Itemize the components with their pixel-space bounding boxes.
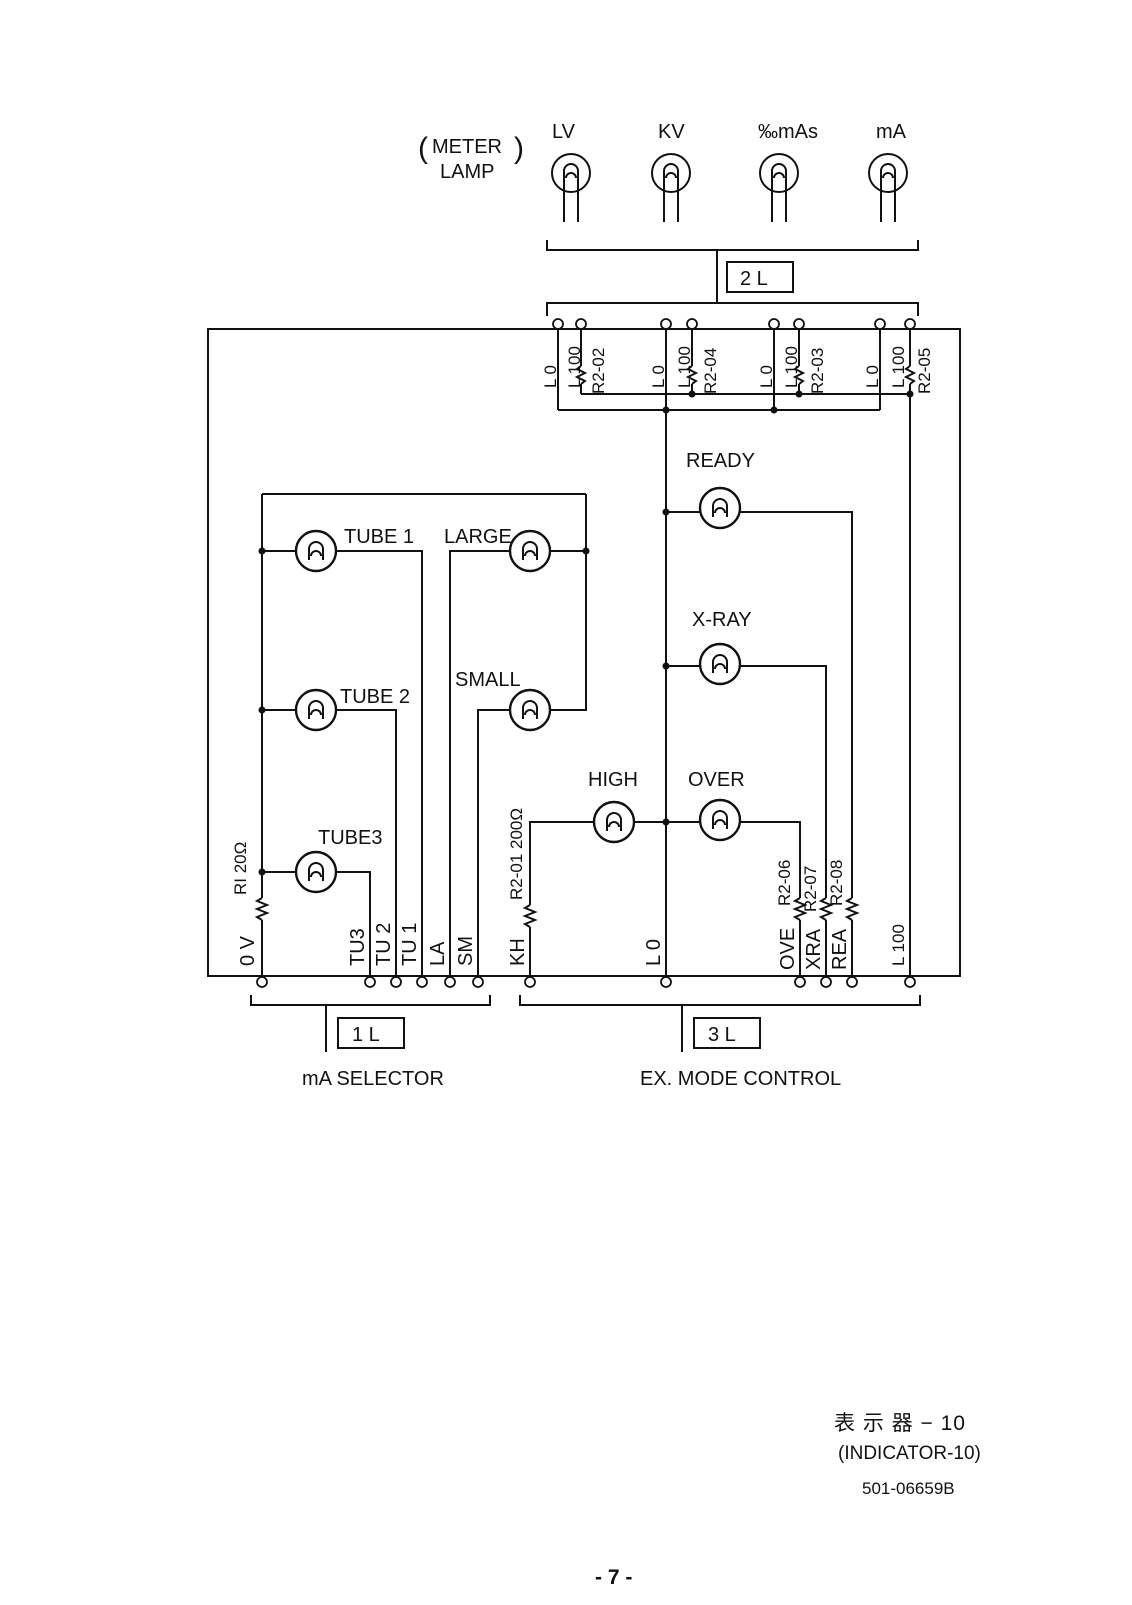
pin-1l-sm: SM (455, 936, 477, 966)
tube-2-label: TUBE 2 (340, 686, 410, 708)
tube-wiring (258, 493, 590, 898)
connector-3l-terminals (524, 976, 916, 988)
pin-1l-tu1: TU 1 (399, 923, 421, 966)
page-number: - 7 - (595, 1566, 633, 1589)
meter-lamp-lv (551, 153, 591, 222)
lamp-label-lv: LV (552, 121, 576, 143)
pin-2l-12: R2-05 (915, 348, 934, 394)
pin-2l-7: L 0 (757, 365, 776, 388)
lamp-tube-2: TUBE 2 (262, 686, 410, 976)
r2-07-label: R2-07 (801, 866, 820, 912)
pin-2l-10: L 0 (863, 365, 882, 388)
pin-3l-ove: OVE (777, 928, 799, 970)
meter-lamp-ma (868, 153, 908, 222)
svg-text:(: ( (418, 132, 428, 165)
connector-1l-pin-labels: 0 V TU3 TU 2 TU 1 LA SM (237, 923, 477, 966)
lamp-xray: X-RAY (662, 609, 827, 898)
resistor-r2-01: R2-01 200Ω (507, 808, 538, 976)
r2-08-label: R2-08 (827, 860, 846, 906)
ma-selector-caption: mA SELECTOR (302, 1068, 444, 1090)
svg-text:): ) (514, 132, 524, 165)
pin-3l-kh: KH (507, 938, 529, 966)
pin-1l-tu2: TU 2 (373, 923, 395, 966)
meter-lamp-label: ( METER LAMP ) (418, 132, 524, 183)
meter-lamp-mas (759, 153, 799, 222)
main-enclosure (207, 328, 961, 977)
lamp-label-mas: ‰mAs (758, 121, 818, 143)
pin-2l-11: L 100 (889, 346, 908, 388)
lamp-tube-1: TUBE 1 (262, 526, 423, 976)
connector-2l-pin-labels: L 0 L 100 R2-02 L 0 L 100 R2-04 L 0 L 10… (541, 346, 934, 394)
connector-3l-bracket: 3 L EX. MODE CONTROL (519, 995, 921, 1090)
over-label: OVER (688, 769, 745, 791)
l0-bus (557, 329, 881, 976)
pin-1l-0v: 0 V (237, 935, 259, 966)
connector-1l-label: 1 L (352, 1024, 380, 1046)
footer-title-en: (INDICATOR-10) (838, 1443, 981, 1464)
pin-2l-6: R2-04 (701, 348, 720, 394)
connector-3l-pin-labels: KH L 0 OVE XRA REA L 100 (507, 924, 908, 970)
xray-label: X-RAY (692, 609, 752, 631)
resistors-r2-06-08: R2-06 R2-07 R2-08 (775, 860, 860, 976)
pin-1l-la: LA (427, 941, 449, 966)
footer-doc-no: 501-06659B (862, 1479, 955, 1498)
connector-1l-terminals (256, 976, 484, 988)
l100-bus (574, 329, 917, 976)
high-label: HIGH (588, 769, 638, 791)
ready-label: READY (686, 450, 755, 472)
lamp-label-ma: mA (876, 121, 907, 143)
ex-mode-caption: EX. MODE CONTROL (640, 1068, 841, 1090)
pin-3l-rea: REA (829, 928, 851, 970)
r1-label: RI 20Ω (231, 842, 250, 895)
connector-2l-terminals (552, 318, 916, 330)
r2-06-label: R2-06 (775, 860, 794, 906)
lamp-ready: READY (662, 450, 853, 898)
lamp-over: OVER (662, 769, 801, 898)
lamp-label-kv: KV (658, 121, 685, 143)
pin-2l-9: R2-03 (808, 348, 827, 394)
meter-label-top: METER (432, 136, 502, 158)
resistor-r1: RI 20Ω (231, 842, 270, 976)
tube-1-label: TUBE 1 (344, 526, 414, 548)
pin-3l-l100: L 100 (889, 924, 908, 966)
lamp-small: SMALL (455, 669, 587, 976)
lamp-large: LARGE (444, 526, 586, 976)
tube-3-label: TUBE3 (318, 827, 382, 849)
large-label: LARGE (444, 526, 512, 548)
lamp-high: HIGH (529, 769, 666, 905)
pin-1l-tu3: TU3 (347, 928, 369, 966)
connector-2l-bracket: 2 L (546, 240, 919, 316)
meter-label-bottom: LAMP (440, 161, 494, 183)
pin-3l-l0: L 0 (643, 939, 665, 966)
pin-2l-1: L 0 (541, 365, 560, 388)
connector-3l-label: 3 L (708, 1024, 736, 1046)
small-label: SMALL (455, 669, 521, 691)
meter-lamp-kv (651, 153, 691, 222)
connector-2l-label: 2 L (740, 268, 768, 290)
footer-title-jp: 表 示 器 − 10 (834, 1412, 966, 1435)
pin-3l-xra: XRA (803, 928, 825, 970)
connector-1l-bracket: 1 L mA SELECTOR (250, 995, 491, 1090)
pin-2l-3: R2-02 (589, 348, 608, 394)
lamp-tube-3: TUBE3 (262, 827, 382, 976)
r2-01-label: R2-01 200Ω (507, 808, 526, 900)
pin-2l-4: L 0 (649, 365, 668, 388)
